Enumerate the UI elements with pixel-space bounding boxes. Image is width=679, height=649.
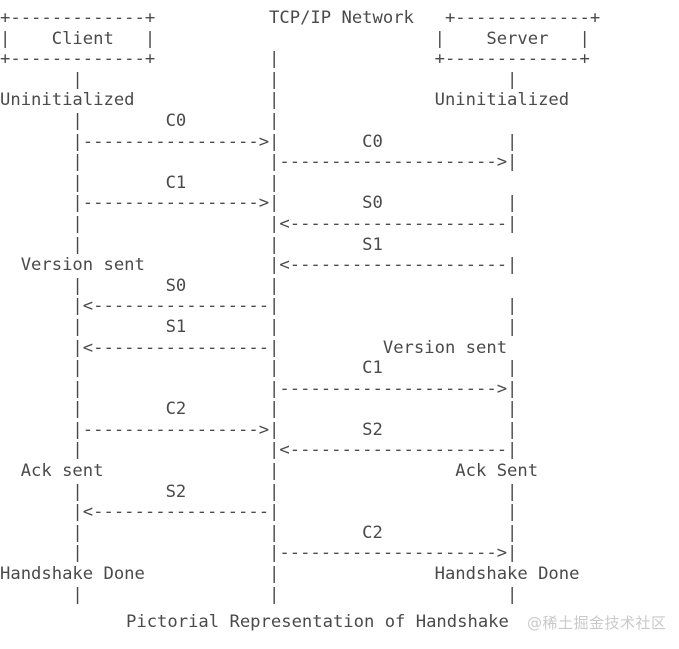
watermark-text: @稀土掘金技术社区 (527, 614, 667, 632)
ascii-sequence-diagram: +-------------+ TCP/IP Network +--------… (0, 8, 601, 605)
caption-row: Pictorial Representation of Handshake @稀… (0, 612, 679, 649)
diagram-caption: Pictorial Representation of Handshake (126, 612, 509, 632)
